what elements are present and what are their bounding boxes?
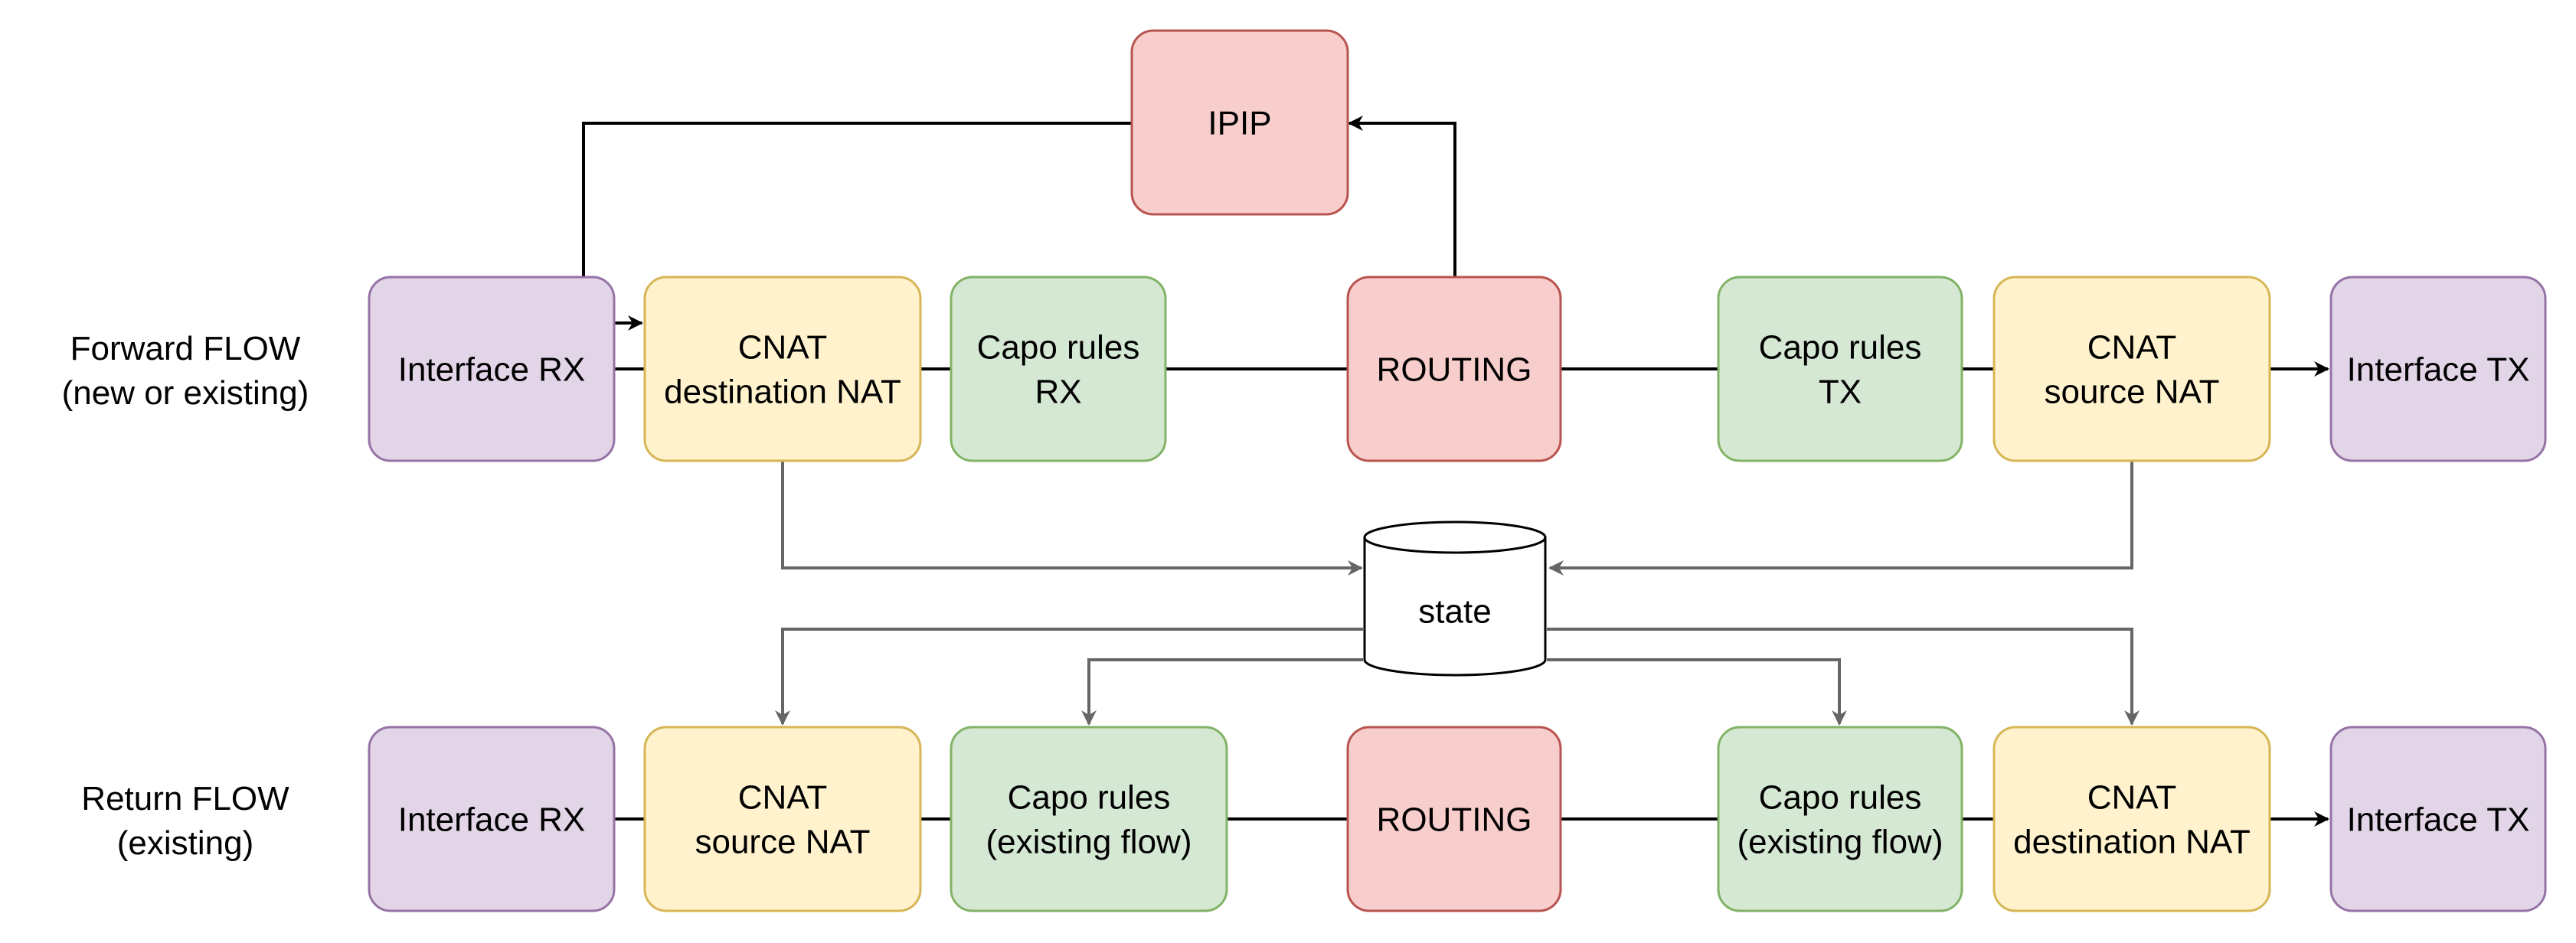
ret-if-tx-label-line1: Interface TX (2347, 801, 2530, 838)
nodes: IPIP Interface RX CNAT destination NAT Ca… (368, 29, 2547, 912)
arrow-state-to-ret-capo-out (1547, 658, 1847, 726)
ret-cnat-snat-label-line1: CNAT (738, 778, 828, 816)
node-fwd-interface-tx: Interface TX (2329, 276, 2547, 462)
row-label-return-line2: (existing) (117, 824, 254, 862)
node-fwd-cnat-source-nat: CNAT source NAT (1992, 276, 2271, 462)
arrow-snat-to-state (1548, 461, 2133, 576)
ret-if-rx-label-line1: Interface RX (398, 801, 586, 838)
fwd-capo-tx-label-line1: Capo rules (1759, 328, 1922, 366)
ret-cnat-dnat-label-line1: CNAT (2087, 778, 2177, 816)
state-label-line1: state (1418, 592, 1491, 630)
ret-capo-out-label-line1: Capo rules (1759, 778, 1922, 816)
arrow-dnat-to-state (781, 461, 1363, 576)
row-label-return-line1: Return FLOW (81, 780, 289, 817)
edges (582, 116, 2329, 827)
ret-routing-label-line1: ROUTING (1377, 801, 1532, 838)
node-fwd-cnat-destination-nat: CNAT destination NAT (643, 276, 922, 462)
fwd-cnat-snat-label-line1: CNAT (2087, 328, 2177, 366)
node-ret-interface-tx: Interface TX (2329, 726, 2547, 912)
arrow-routing-to-ipip (1348, 116, 1456, 277)
node-ret-cnat-destination-nat: CNAT destination NAT (1992, 726, 2271, 912)
ret-capo-in-label-line2: (existing flow) (986, 823, 1192, 860)
node-ret-capo-rules-existing-out: Capo rules (existing flow) (1717, 726, 1963, 912)
row-label-return: Return FLOW (existing) (81, 780, 289, 862)
ret-capo-out-label-line2: (existing flow) (1737, 823, 1943, 860)
arrow-state-to-ret-dnat (1547, 628, 2140, 726)
node-ret-cnat-source-nat: CNAT source NAT (643, 726, 922, 912)
fwd-capo-tx-label-line2: TX (1819, 373, 1862, 410)
node-ipip: IPIP (1130, 29, 1349, 216)
fwd-routing-label-line1: ROUTING (1377, 351, 1532, 388)
fwd-if-tx-label-line1: Interface TX (2347, 351, 2530, 388)
fwd-capo-rx-label-line1: Capo rules (977, 328, 1140, 366)
fwd-if-rx-label-line1: Interface RX (398, 351, 586, 388)
fwd-capo-rx-label-line2: RX (1035, 373, 1081, 410)
ipip-label-line1: IPIP (1208, 104, 1271, 142)
node-ret-routing: ROUTING (1346, 726, 1562, 912)
node-fwd-interface-rx: Interface RX (368, 276, 616, 462)
node-fwd-routing: ROUTING (1346, 276, 1562, 462)
ret-capo-in-label-line1: Capo rules (1008, 778, 1171, 816)
fwd-cnat-dnat-label-line2: destination NAT (664, 373, 901, 410)
arrow-state-to-ret-snat (775, 628, 1363, 726)
fwd-cnat-dnat-label-line1: CNAT (738, 328, 828, 366)
fwd-cnat-snat-label-line2: source NAT (2044, 373, 2219, 410)
node-ret-interface-rx: Interface RX (368, 726, 616, 912)
arrow-state-to-ret-capo-in (1081, 658, 1363, 726)
row-label-forward: Forward FLOW (new or existing) (62, 330, 309, 412)
row-label-forward-line2: (new or existing) (62, 374, 309, 412)
node-state-database: state (1363, 520, 1547, 677)
ret-cnat-dnat-label-line2: destination NAT (2013, 823, 2251, 860)
row-label-forward-line1: Forward FLOW (70, 330, 301, 367)
ret-cnat-snat-label-line2: source NAT (695, 823, 870, 860)
node-ret-capo-rules-existing-in: Capo rules (existing flow) (950, 726, 1228, 912)
